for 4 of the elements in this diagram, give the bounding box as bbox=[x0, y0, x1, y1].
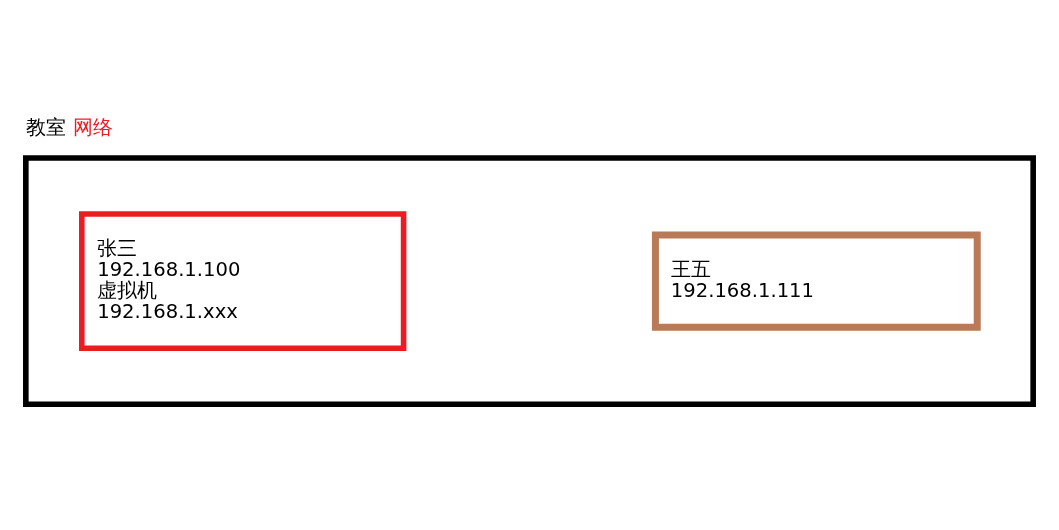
diagram-title: 教室 网络 bbox=[25, 116, 114, 140]
node-box: 王五 192.168.1.111 bbox=[651, 231, 981, 331]
node-box: 张三 192.168.1.100 虚拟机 192.168.1.xxx bbox=[79, 211, 407, 352]
cluster bbox=[23, 155, 1036, 407]
